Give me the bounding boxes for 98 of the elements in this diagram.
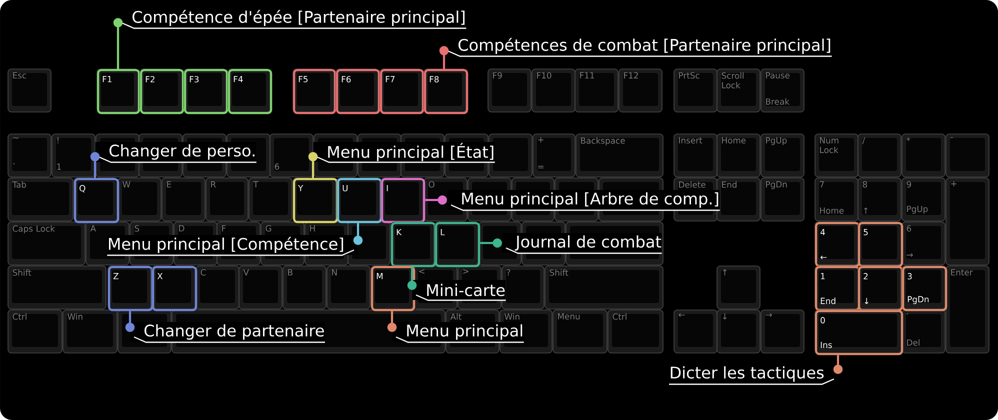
key: R [206,178,248,222]
label: = [538,166,544,168]
key: Tab [8,178,74,222]
key: Backspace [576,134,664,178]
highlighted-key: F6 [336,68,380,114]
leader-line [113,18,123,69]
key: / [858,134,902,178]
key: ↓ [716,310,760,354]
callout-label: Menu principal [Compétence] [107,235,358,256]
leader-line [480,238,502,248]
key: Win [62,310,118,354]
key: ← [674,310,718,354]
key: N [326,266,370,310]
leader-line [439,46,449,69]
callout-label: Changer de perso. [95,142,256,163]
key: Caps Lock [8,222,86,266]
leader-line [308,152,318,178]
callout-label: Changer de partenaire [130,322,325,343]
highlighted-key: F2 [140,68,184,114]
key: Ctrl [608,310,664,354]
label: → [906,253,913,257]
highlighted-key: M [370,266,416,312]
key: Pause Break [760,68,804,112]
highlighted-key: F1 [96,68,140,114]
key: T [248,178,292,222]
highlighted-key: F3 [184,68,228,114]
key: Enter [946,266,990,354]
highlighted-key: 4 ← [814,222,860,268]
key: V [238,266,282,310]
key: ↑ [716,266,760,310]
key: 6 → [902,222,946,266]
highlighted-key: 5 [858,222,904,268]
highlighted-key: F4 [228,68,272,114]
label: ~ [13,137,18,139]
key: E [162,178,206,222]
leader-line [387,311,397,332]
callout-label: Dicter les tactiques [669,364,838,385]
highlighted-key: L [434,222,480,268]
key: * [902,134,946,178]
key: ~ ` [8,134,52,178]
key: Menu [552,310,608,354]
highlighted-key: 1 End [814,266,860,312]
callout-label: Menu principal [Arbre de comp.] [447,190,720,211]
key: - [946,134,990,178]
key: W [118,178,162,222]
callout-label: Menu principal [État] [313,142,495,163]
highlighted-key: Z [108,266,154,312]
key: PgDn [760,178,804,222]
label: + [538,137,544,143]
callout-label: Journal de combat [502,233,662,254]
highlighted-key: Q [74,178,120,224]
key: Scroll Lock [716,68,760,112]
highlighted-key: F7 [380,68,424,114]
key: 8 ↑ [858,178,902,222]
key: . Del [902,310,946,354]
key: B [282,266,326,310]
highlighted-key: X [152,266,198,312]
callout-label: Menu principal [392,322,524,343]
key: F11 [574,68,618,112]
highlighted-key: 0 Ins [814,310,904,356]
key: PgUp [760,134,804,178]
key: Home [716,134,760,178]
highlighted-key: 2 ↓ [858,266,904,312]
key: Esc [8,68,52,112]
key: → [760,310,804,354]
leader-line [833,355,843,374]
key: Ctrl [8,310,62,354]
key: 9 PgUp [902,178,946,222]
label: . [907,313,908,314]
key: 6 [270,134,314,178]
key: F12 [618,68,662,112]
highlighted-key: K [390,222,436,268]
highlighted-key: U [336,178,382,224]
leader-line [425,195,447,205]
leader-line [90,152,100,178]
key: Num Lock [814,134,858,178]
highlighted-key: F8 [424,68,468,114]
key: Shift [8,266,106,310]
highlighted-key: Y [292,178,338,224]
label: ` [12,162,15,165]
leader-line [407,267,417,290]
key: C [196,266,240,310]
callout-label: Compétences de combat [Partenaire principal] [444,36,832,57]
key: Shift [544,266,664,310]
highlighted-key: I [380,178,426,224]
leader-line [125,311,135,332]
key: 7 Home [814,178,858,222]
key: Insert [674,134,718,178]
highlighted-key: F5 [292,68,336,114]
key: F10 [532,68,576,112]
key: + = [532,134,576,178]
key: ! 1 [52,134,96,178]
highlighted-key: 3 PgDn [902,266,948,312]
leader-line [353,223,363,245]
callout-label: Compétence d'épée [Partenaire principal] [118,8,466,29]
key: PrtSc [674,68,718,112]
key: + [946,178,990,266]
key: F9 [488,68,532,112]
